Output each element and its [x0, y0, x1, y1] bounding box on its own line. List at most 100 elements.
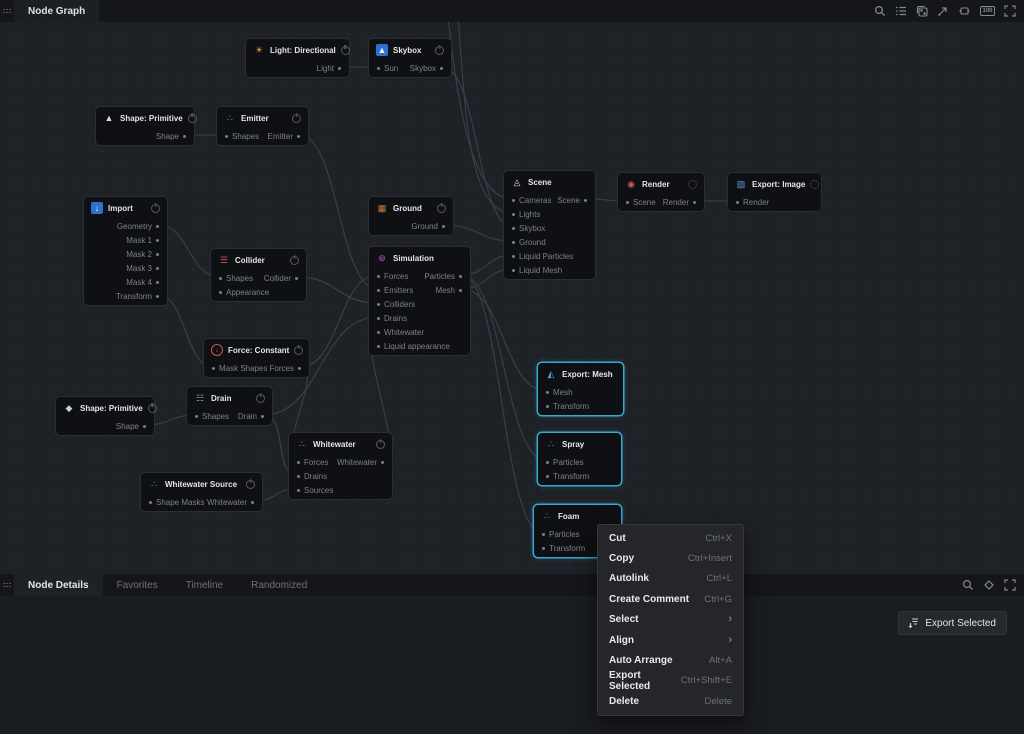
input-port-dot[interactable]	[297, 474, 300, 478]
power-toggle-icon[interactable]	[290, 255, 299, 265]
input-port-dot[interactable]	[736, 200, 739, 204]
output-port-dot[interactable]	[156, 252, 159, 256]
randomize-dice-icon[interactable]	[916, 5, 928, 17]
input-port-dot[interactable]	[377, 330, 380, 334]
power-toggle-icon[interactable]	[376, 439, 385, 449]
input-port-dot[interactable]	[195, 414, 198, 418]
output-port-dot[interactable]	[298, 366, 301, 370]
power-toggle-icon[interactable]	[437, 203, 446, 213]
output-port-dot[interactable]	[338, 66, 341, 70]
output-port-dot[interactable]	[143, 424, 146, 428]
input-port-dot[interactable]	[297, 488, 300, 492]
power-toggle-icon[interactable]	[294, 345, 304, 355]
output-port-dot[interactable]	[156, 224, 159, 228]
tab-timeline[interactable]: Timeline	[185, 579, 224, 591]
power-toggle-icon[interactable]	[292, 113, 301, 123]
input-port-dot[interactable]	[546, 404, 549, 408]
output-port-dot[interactable]	[297, 134, 300, 138]
zoom-100-icon[interactable]: 100	[979, 6, 995, 16]
input-port-dot[interactable]	[512, 226, 515, 230]
panel-grip-icon[interactable]	[3, 582, 12, 588]
output-port-dot[interactable]	[584, 198, 587, 202]
output-port-dot[interactable]	[295, 276, 298, 280]
output-port-dot[interactable]	[156, 294, 159, 298]
fullscreen-icon[interactable]	[1004, 5, 1016, 17]
processing-icon[interactable]	[688, 179, 697, 189]
power-toggle-icon[interactable]	[151, 203, 160, 213]
output-port-dot[interactable]	[261, 414, 264, 418]
input-port-dot[interactable]	[377, 302, 380, 306]
output-port-dot[interactable]	[156, 238, 159, 242]
processing-icon[interactable]	[810, 179, 820, 189]
input-port-dot[interactable]	[626, 200, 629, 204]
output-port-dot[interactable]	[693, 200, 696, 204]
output-port-dot[interactable]	[156, 280, 159, 284]
input-port-dot[interactable]	[512, 240, 515, 244]
menu-item-select[interactable]: Select›	[598, 610, 743, 630]
input-port-dot[interactable]	[377, 288, 380, 292]
search-icon[interactable]	[874, 5, 886, 17]
list-icon[interactable]	[895, 5, 907, 17]
tab-favorites[interactable]: Favorites	[116, 579, 158, 591]
input-port-dot[interactable]	[512, 212, 515, 216]
input-port-dot[interactable]	[512, 268, 515, 272]
input-port-dot[interactable]	[512, 198, 515, 202]
jump-arrow-icon[interactable]	[937, 5, 949, 17]
diamond-icon[interactable]	[983, 579, 995, 591]
output-port-dot[interactable]	[442, 224, 445, 228]
input-port-dot[interactable]	[377, 344, 380, 348]
tab-randomized[interactable]: Randomized	[251, 579, 308, 591]
input-port-dot[interactable]	[546, 390, 549, 394]
search-icon[interactable]	[962, 579, 974, 591]
input-port-dot[interactable]	[377, 274, 380, 278]
output-port-dot[interactable]	[459, 274, 462, 278]
input-port-dot[interactable]	[149, 500, 152, 504]
input-port-dot[interactable]	[297, 460, 300, 464]
input-port-dot[interactable]	[542, 532, 545, 536]
input-port-dot[interactable]	[546, 474, 549, 478]
input-port-dot[interactable]	[212, 366, 215, 370]
power-toggle-icon[interactable]	[256, 393, 265, 403]
tab-node-details[interactable]: Node Details	[14, 574, 103, 596]
input-port-dot[interactable]	[225, 134, 228, 138]
export-selected-button[interactable]: Export Selected	[898, 611, 1007, 635]
power-toggle-icon[interactable]	[187, 113, 197, 123]
tab-node-graph[interactable]: Node Graph	[14, 0, 100, 22]
power-toggle-icon[interactable]	[246, 479, 255, 489]
output-port-dot[interactable]	[440, 66, 443, 70]
input-port-dot[interactable]	[377, 66, 380, 70]
input-port-dot[interactable]	[219, 290, 222, 294]
output-port-dot[interactable]	[251, 500, 254, 504]
output-port-dot[interactable]	[459, 288, 462, 292]
menu-item-align[interactable]: Align›	[598, 630, 743, 650]
input-port-dot[interactable]	[512, 254, 515, 258]
output-port-dot[interactable]	[381, 460, 384, 464]
input-port-dot[interactable]	[219, 276, 222, 280]
panel-grip-icon[interactable]	[3, 8, 12, 14]
